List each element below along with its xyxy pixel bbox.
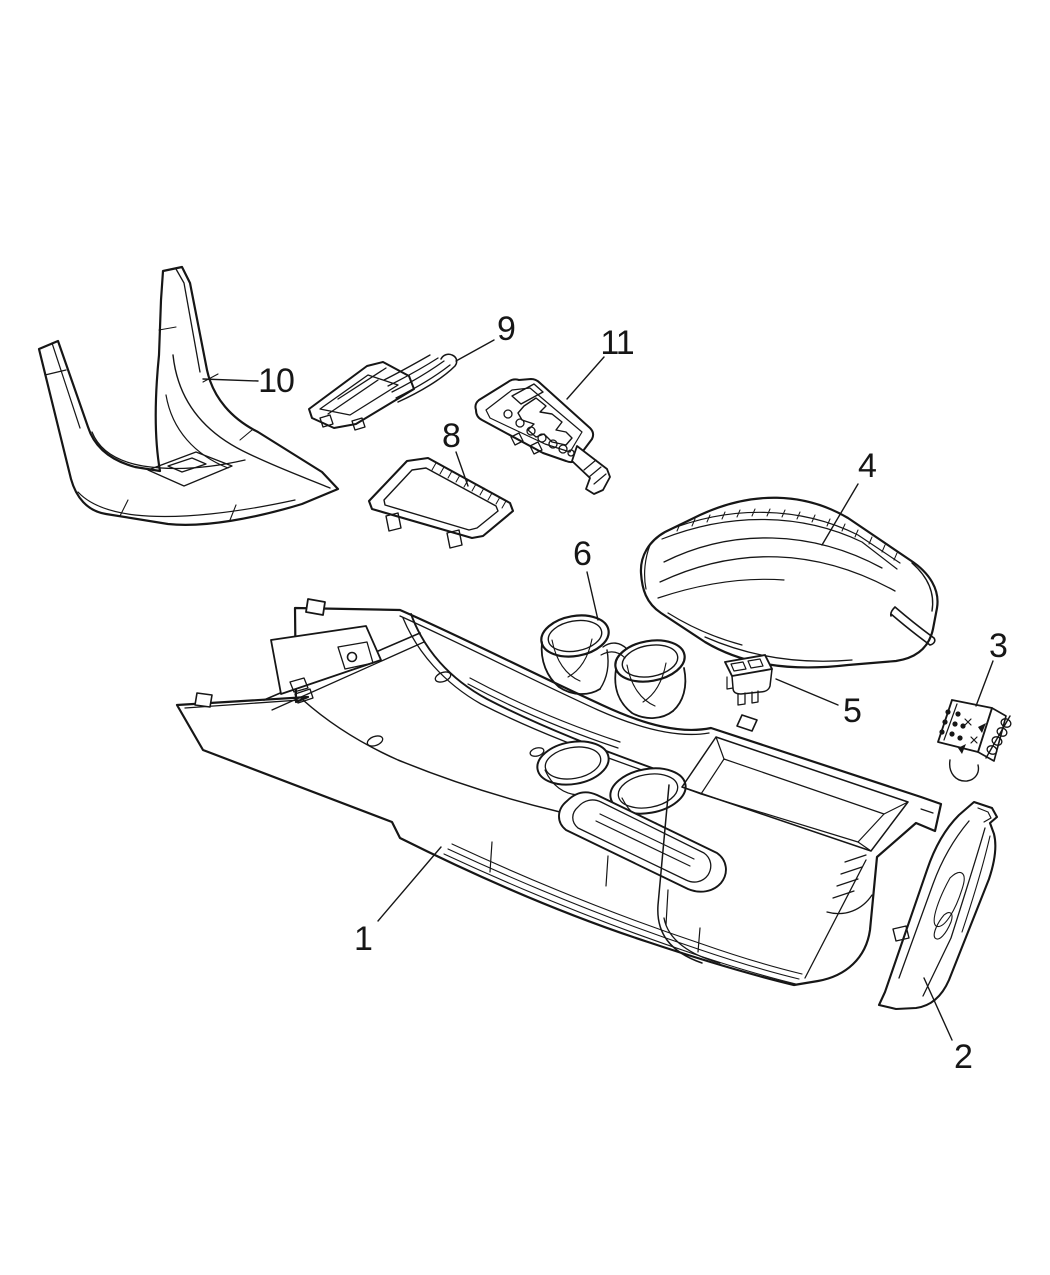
part-4-armrest-lid (639, 496, 939, 669)
lid-latch (889, 606, 936, 646)
part-3-lid-hinge (937, 699, 1012, 782)
stitch-ticks (676, 508, 898, 561)
part-11-shifter-bezel (474, 378, 611, 495)
part-5-console-switch (724, 654, 773, 706)
part-10-front-console-trim (37, 265, 340, 526)
leader-line-5 (775, 678, 839, 706)
leader-line-9 (455, 339, 495, 362)
shifter-bracket (270, 625, 382, 695)
leader-line-1 (377, 846, 442, 922)
leader-line-11 (566, 356, 605, 400)
callout-10: 10 (258, 362, 295, 400)
hinge-spring (949, 715, 1011, 782)
leader-line-6 (586, 571, 599, 621)
armrest-outline (639, 496, 939, 669)
part-9-storage-tray (308, 353, 458, 431)
leader-line-8 (455, 451, 469, 487)
bin-clip (736, 714, 758, 732)
bezel-bracket (571, 445, 611, 495)
leader-lines (202, 339, 994, 1041)
callout-11: 11 (600, 324, 634, 362)
leader-line-3 (975, 660, 994, 707)
side-clip (194, 692, 213, 708)
tray-mat (558, 791, 727, 893)
part-1-floor-console-body (175, 598, 943, 987)
part-8-trim-bezel (367, 456, 515, 549)
leader-line-2 (923, 977, 953, 1041)
callout-3: 3 (989, 627, 1008, 665)
callout-8: 8 (442, 417, 461, 455)
hinge-holes (939, 709, 966, 741)
callout-9: 9 (497, 310, 516, 348)
callout-5: 5 (843, 692, 862, 730)
part-2-rear-trim-panel (877, 800, 999, 1011)
callout-1: 1 (354, 920, 373, 958)
leader-line-4 (821, 483, 859, 546)
callout-6: 6 (573, 535, 592, 573)
leader-line-10 (202, 378, 259, 382)
callout-2: 2 (954, 1038, 973, 1076)
console-silhouette (175, 606, 943, 987)
part-6-cupholder-liner (540, 614, 687, 719)
callout-4: 4 (858, 447, 877, 485)
mount-clip (305, 598, 326, 616)
gear-slot (517, 397, 573, 446)
